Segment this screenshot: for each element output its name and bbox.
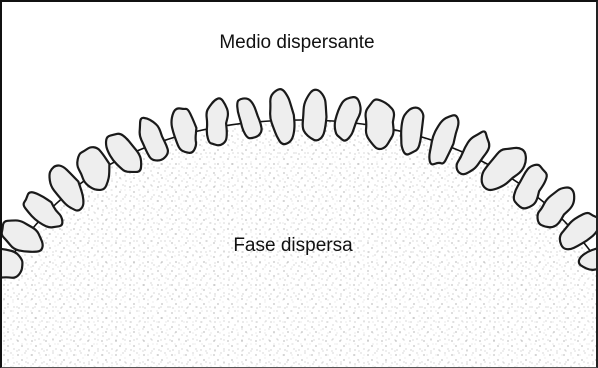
dispersing-medium-label: Medio dispersante — [0, 32, 596, 54]
stabilizer-particle — [206, 98, 228, 145]
stabilizer-particle — [302, 89, 329, 141]
dispersed-phase-label: Fase dispersa — [0, 235, 592, 257]
